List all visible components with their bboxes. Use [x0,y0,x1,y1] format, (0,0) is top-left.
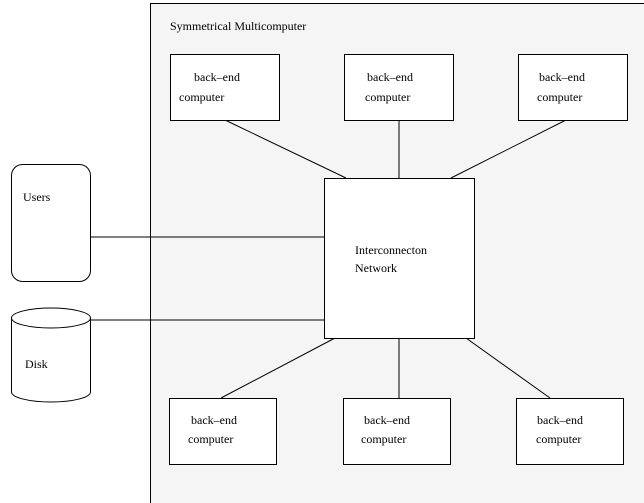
container-title: Symmetrical Multicomputer [170,19,306,33]
bottom-back-end-computer-2: back–end computer [343,398,451,465]
back-end-computer-label-line1: back–end [194,70,240,84]
network-label-line1: Interconnecton [355,243,427,257]
top-back-end-computer-3: back–end computer [518,54,628,121]
top-back-end-computer-1: back–end computer [170,54,280,121]
back-end-computer-box [170,54,280,121]
back-end-computer-label-line1: back–end [191,413,237,427]
connector-bottom-left [220,337,336,399]
back-end-computer-label-line2: computer [361,432,406,446]
disk-cylinder-top [11,307,91,329]
back-end-computer-label-line2: computer [536,432,581,446]
back-end-computer-label-line1: back–end [539,70,585,84]
users-label: Users [23,190,51,204]
disk-cylinder-body [11,318,91,403]
back-end-computer-label-line2: computer [188,432,233,446]
disk-node: Disk [11,307,91,403]
back-end-computer-box [343,398,451,465]
back-end-computer-label-line2: computer [179,90,224,104]
connector-top-left [224,119,347,179]
connector-top-right [450,119,567,179]
users-box [11,164,91,282]
back-end-computer-box [518,54,628,121]
top-back-end-computer-2: back–end computer [344,54,454,121]
interconnection-network-box [324,178,475,339]
back-end-computer-box [169,398,277,465]
back-end-computer-label-line1: back–end [537,413,583,427]
network-label-line2: Network [355,261,397,275]
back-end-computer-label-line1: back–end [364,413,410,427]
back-end-computer-label-line2: computer [537,90,582,104]
bottom-back-end-computer-1: back–end computer [169,398,277,465]
users-node: Users [11,164,91,282]
connector-bottom-right [465,337,551,399]
bottom-back-end-computer-3: back–end computer [516,398,624,465]
back-end-computer-box [344,54,454,121]
back-end-computer-box [516,398,624,465]
back-end-computer-label-line1: back–end [367,70,413,84]
disk-label: Disk [25,357,48,371]
back-end-computer-label-line2: computer [365,90,410,104]
connectors [90,119,567,399]
